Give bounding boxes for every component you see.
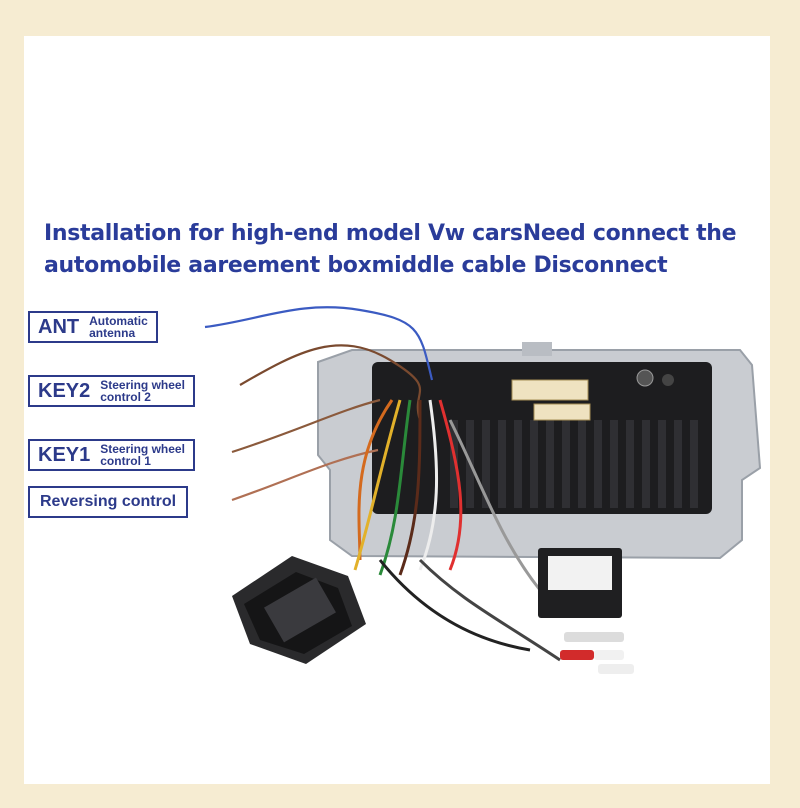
can-box — [538, 548, 622, 618]
heading-line-1: Installation for high-end model Vw carsN… — [44, 221, 737, 246]
label-key1-code: KEY1 — [38, 443, 91, 466]
installation-heading: Installation for high-end model Vw carsN… — [44, 218, 744, 282]
label-reversing: Reversing control — [28, 486, 189, 518]
connector-block-2 — [533, 403, 591, 421]
label-key1-desc-2: control 1 — [100, 454, 151, 468]
label-wires — [204, 306, 434, 502]
label-ant-code: ANT — [38, 315, 80, 338]
label-ant: ANT Automatic antenna — [28, 311, 158, 343]
wire-harness — [353, 399, 561, 662]
bracket-tab — [522, 342, 552, 356]
heading-line-2: automobile aareement boxmiddle cable Dis… — [44, 253, 668, 278]
label-ant-desc-2: antenna — [89, 326, 136, 340]
label-key1: KEY1 Steering wheel control 1 — [28, 439, 195, 471]
label-ant-desc-1: Automatic — [89, 314, 148, 328]
label-key2-code: KEY2 — [38, 379, 91, 402]
label-key1-desc-1: Steering wheel — [100, 442, 185, 456]
reversing-control-text: Reversing control — [40, 493, 177, 510]
connector-block-1 — [511, 379, 589, 401]
rca-plugs — [560, 632, 634, 674]
label-key2: KEY2 Steering wheel control 2 — [28, 375, 195, 407]
antenna-socket — [636, 369, 654, 387]
label-key2-desc-2: control 2 — [100, 390, 151, 404]
port-socket — [662, 374, 674, 386]
label-key2-desc-1: Steering wheel — [100, 378, 185, 392]
iso-connector — [232, 556, 366, 664]
